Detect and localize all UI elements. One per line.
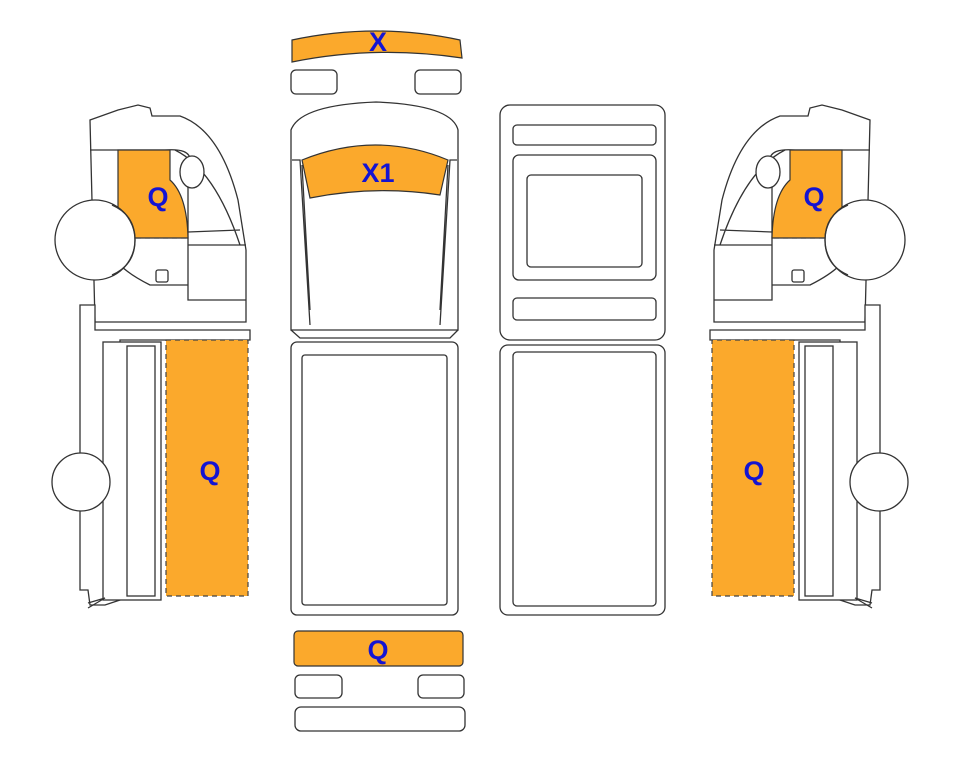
left-cargo-side-damage [165, 339, 249, 597]
left-cab-door-label: Q [147, 182, 168, 212]
left-side-view [51, 104, 251, 609]
front-bumper-label: X [369, 27, 387, 57]
windshield-damage [301, 144, 449, 199]
cargo-side-inner [126, 345, 156, 597]
right-cab-door-label: Q [803, 182, 824, 212]
cab-roof [290, 101, 459, 331]
rear-bumper-damage [293, 630, 464, 667]
front-top-view [290, 30, 466, 732]
windshield-label: X1 [361, 158, 394, 188]
right-cargo-side-label: Q [743, 456, 764, 486]
door-handle [155, 269, 169, 283]
left-cargo-side-label: Q [199, 456, 220, 486]
right-side-view [709, 104, 909, 609]
front-bumper-damage [291, 30, 463, 63]
left-headlight [290, 69, 338, 95]
cargo-roof-inner [301, 354, 448, 606]
left-cab-door-damage [117, 149, 189, 239]
rear-wheel [51, 452, 111, 512]
mirror [179, 155, 205, 189]
rear-bumper-label: Q [367, 635, 388, 665]
right-taillight [417, 674, 465, 699]
rear-step [294, 706, 466, 732]
right-headlight [414, 69, 462, 95]
left-taillight [294, 674, 343, 699]
roof-hatch [526, 174, 643, 268]
roof-view [499, 104, 666, 616]
